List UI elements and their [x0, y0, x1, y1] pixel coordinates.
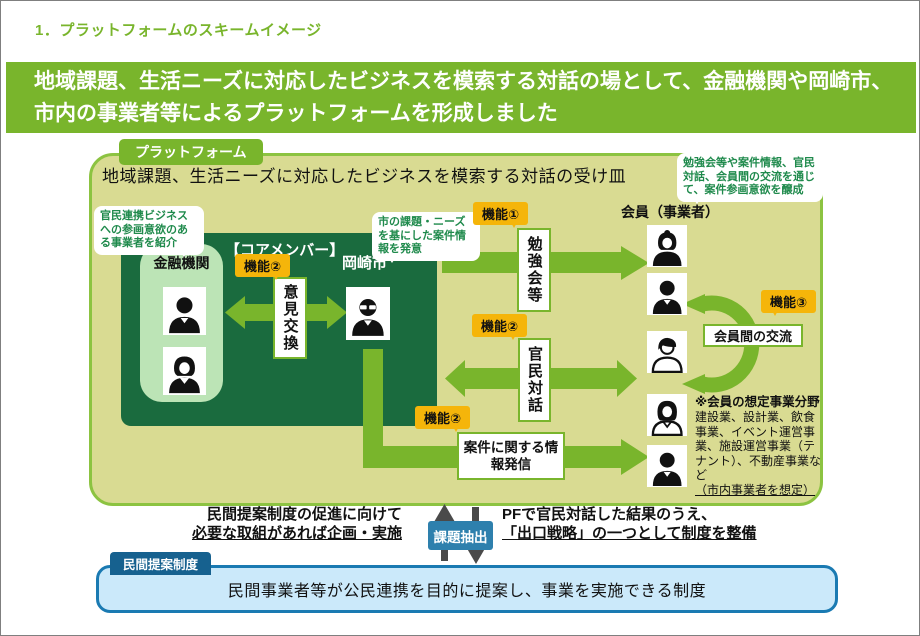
- info-dissemination-box: 案件に関する情報発信: [457, 432, 565, 480]
- man-with-glasses-icon: [346, 287, 390, 340]
- young-person-icon: [647, 331, 687, 373]
- intro-callout: 官民連携ビジネスへの参画意欲のある事業者を紹介: [94, 206, 204, 256]
- bank-label: 金融機関: [153, 255, 210, 271]
- opinion-exchange-box: 意見交換: [273, 277, 307, 359]
- members-heading: 会員（事業者）: [621, 204, 719, 220]
- function1-tag: 機能①: [473, 202, 529, 228]
- platform-tag: プラットフォーム: [119, 139, 263, 165]
- member-note-body: 建設業、設計業、飲食事業、イベント運営事業、施設運営事業（テナント）、不動産事業…: [695, 410, 822, 482]
- promo-left-text: 民間提案制度の促進に向けて 必要な取組があれば企画・実施: [184, 505, 402, 543]
- woman-icon: [647, 394, 687, 436]
- businesswoman-icon: [163, 347, 206, 395]
- system-box: 民間事業者等が公民連携を目的に提案し、事業を実施できる制度: [96, 565, 838, 613]
- promo-right-line2: 「出口戦略」の一つとして制度を整備: [502, 525, 757, 542]
- member-note: ※会員の想定事業分野 建設業、設計業、飲食事業、イベント運営事業、施設運営事業（…: [695, 395, 825, 498]
- businessman-icon: [163, 287, 206, 335]
- function3-tag: 機能③: [761, 290, 817, 316]
- promo-right-line1: PFで官民対話した結果のうえ、: [502, 506, 717, 523]
- promo-left-line1: 民間提案制度の促進に向けて: [206, 506, 402, 523]
- promo-left-line2: 必要な取組があれば企画・実施: [191, 525, 402, 542]
- city-callout: 市の課題・ニーズを基にした案件情報を発意: [372, 212, 480, 262]
- platform-subtitle: 地域課題、生活ニーズに対応したビジネスを模索する対話の受け皿: [102, 167, 627, 186]
- promo-right-text: PFで官民対話した結果のうえ、 「出口戦略」の一つとして制度を整備: [502, 505, 762, 543]
- function2-info-tag: 機能②: [415, 406, 471, 432]
- function2-dialogue-tag: 機能②: [472, 314, 528, 340]
- businessman-icon: [647, 445, 687, 487]
- businessman-icon: [647, 273, 687, 315]
- dialogue-box: 官民対話: [518, 338, 551, 422]
- member-note-sub: （市内事業者を想定）: [695, 482, 816, 497]
- member-exchange-box: 会員間の交流: [703, 324, 803, 347]
- issue-extract-box: 課題抽出: [428, 521, 493, 550]
- system-tag: 民間提案制度: [110, 552, 212, 575]
- page-title: 1．プラットフォームのスキームイメージ: [35, 22, 322, 39]
- elderly-woman-icon: [647, 225, 687, 267]
- study-group-box: 勉強会等: [517, 228, 551, 312]
- function2-core-tag: 機能②: [235, 254, 291, 280]
- headline-banner: 地域課題、生活ニーズに対応したビジネスを模索する対話の場として、金融機関や岡崎市…: [6, 62, 916, 133]
- member-note-title: ※会員の想定事業分野: [695, 395, 820, 409]
- members-callout: 勉強会等や案件情報、官民対話、会員間の交流を通じて、案件参画意欲を醸成: [677, 153, 823, 203]
